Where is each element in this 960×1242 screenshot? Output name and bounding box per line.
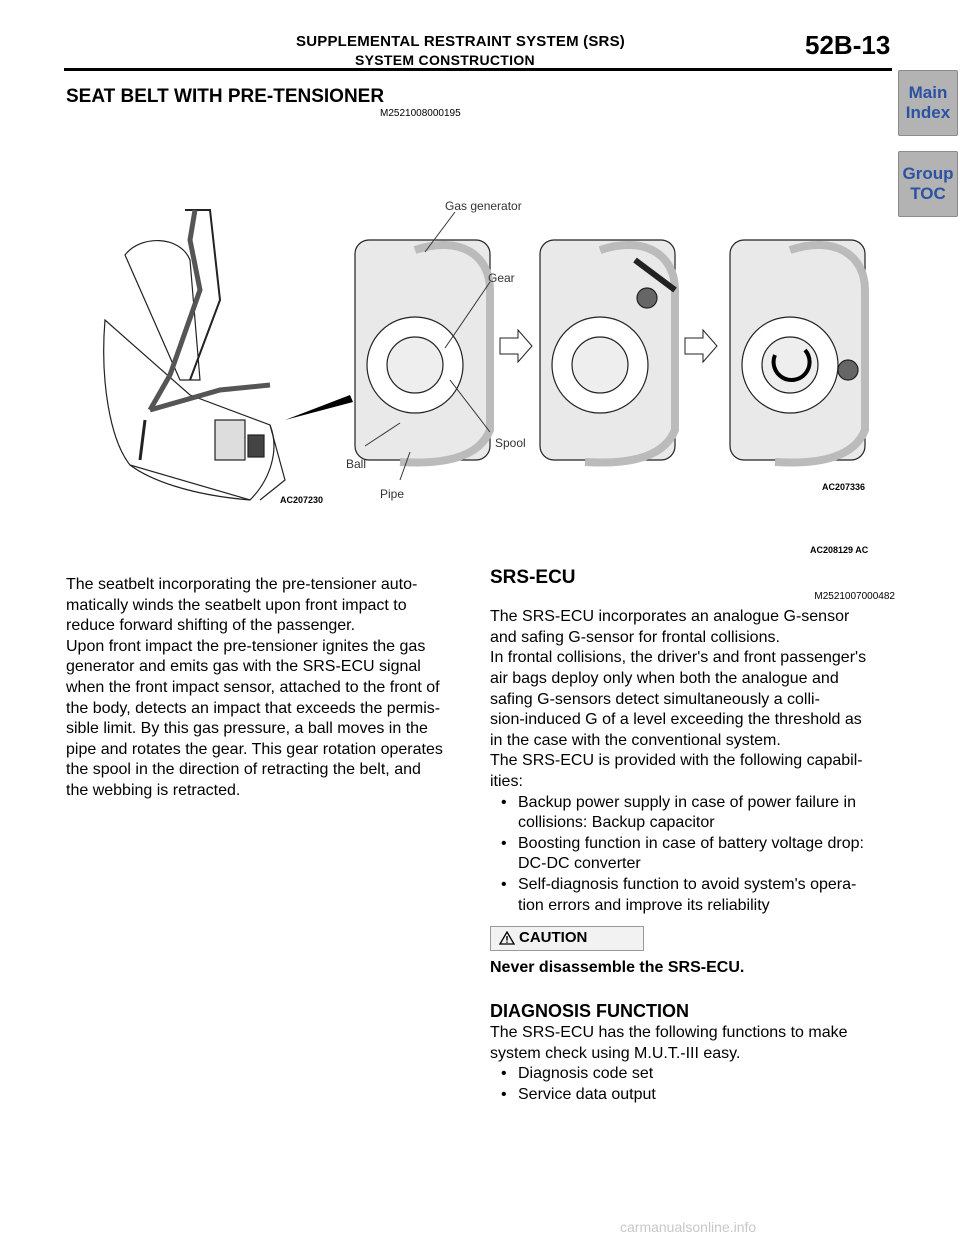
stage-arrow-2	[684, 328, 718, 364]
label-gas-generator: Gas generator	[445, 199, 522, 213]
list-item: Backup power supply in case of power fai…	[499, 793, 895, 834]
gas-flow-arrow	[633, 257, 677, 293]
page-number: 52B-13	[805, 30, 891, 60]
srs-ecu-line: air bags deploy only when both the analo…	[490, 669, 839, 687]
pointer-wedge	[285, 395, 353, 420]
srs-ecu-line: ities:	[490, 772, 523, 790]
list-item-line: tion errors and improve its reliability	[518, 896, 770, 914]
section-code: M2521008000195	[380, 108, 461, 119]
mechanism-stage-3	[729, 239, 869, 467]
right-column: SRS-ECU M2521007000482 The SRS-ECU incor…	[490, 567, 895, 1106]
list-item-line: Self-diagnosis function to avoid system'…	[518, 875, 857, 893]
capability-list: Backup power supply in case of power fai…	[499, 793, 895, 917]
group-toc-button[interactable]: Group TOC	[898, 151, 958, 217]
list-item-line: Backup power supply in case of power fai…	[518, 793, 856, 811]
left-line: reduce forward shifting of the passenger…	[66, 617, 356, 635]
left-line: sible limit. By this gas pressure, a bal…	[66, 720, 428, 738]
main-index-button[interactable]: Main Index	[898, 70, 958, 136]
srs-ecu-line: The SRS-ECU incorporates an analogue G-s…	[490, 608, 850, 626]
group-toc-line-1: Group	[902, 164, 954, 183]
callout-lines	[364, 211, 491, 481]
list-item: Boosting function in case of battery vol…	[499, 834, 895, 875]
header-rule	[64, 68, 892, 71]
label-spool: Spool	[495, 436, 526, 450]
left-line: matically winds the seatbelt upon front …	[66, 596, 407, 614]
srs-ecu-title: SRS-ECU	[490, 567, 576, 588]
header-subtitle: SYSTEM CONSTRUCTION	[355, 52, 535, 68]
left-line: when the front impact sensor, attached t…	[66, 678, 440, 696]
list-item-line: DC-DC converter	[518, 855, 641, 873]
code-mechanism: AC207336	[822, 482, 865, 492]
left-line: The seatbelt incorporating the pre-tensi…	[66, 576, 418, 593]
left-line: the spool in the direction of retracting…	[66, 761, 421, 779]
srs-ecu-code: M2521007000482	[814, 590, 895, 602]
left-line: pipe and rotates the gear. This gear rot…	[66, 740, 443, 758]
caution-label: CAUTION	[519, 929, 588, 947]
group-toc-line-2: TOC	[910, 184, 946, 203]
label-pipe: Pipe	[380, 487, 404, 501]
srs-ecu-line: In frontal collisions, the driver's and …	[490, 649, 867, 667]
diagnosis-list: Diagnosis code set Service data output	[499, 1064, 895, 1105]
left-line: the webbing is retracted.	[66, 781, 241, 799]
list-item-line: collisions: Backup capacitor	[518, 814, 715, 832]
srs-ecu-line: safing G-sensors detect simultaneously a…	[490, 690, 820, 708]
footer-watermark[interactable]: carmanualsonline.info	[620, 1219, 757, 1235]
code-seat: AC207230	[280, 495, 323, 505]
main-index-line-2: Index	[905, 103, 951, 122]
srs-ecu-line: and safing G-sensor for frontal collisio…	[490, 628, 780, 646]
pretensioner-figure: Gas generator Gear Spool Ball Pipe AC207…	[103, 199, 869, 555]
caution-text: Never disassemble the SRS-ECU.	[490, 958, 745, 976]
label-ball: Ball	[346, 457, 366, 471]
diagnosis-title: DIAGNOSIS FUNCTION	[490, 1000, 690, 1021]
code-figure: AC208129 AC	[810, 545, 869, 555]
left-line: Upon front impact the pre-tensioner igni…	[66, 637, 426, 655]
mechanism-stage-1	[354, 239, 494, 467]
list-item-line: Boosting function in case of battery vol…	[518, 834, 864, 852]
left-column: The seatbelt incorporating the pre-tensi…	[66, 575, 466, 802]
mechanism-stage-2	[539, 239, 679, 467]
list-item: Service data output	[499, 1085, 895, 1106]
seat-illustration	[103, 209, 286, 501]
srs-ecu-line: in the case with the conventional system…	[490, 731, 781, 749]
stage-arrow-1	[499, 328, 533, 364]
srs-ecu-line: sion-induced G of a level exceeding the …	[490, 711, 862, 729]
srs-ecu-line: The SRS-ECU is provided with the followi…	[490, 752, 863, 770]
label-gear: Gear	[488, 271, 515, 285]
list-item: Self-diagnosis function to avoid system'…	[499, 875, 895, 916]
diagnosis-line: system check using M.U.T.-III easy.	[490, 1044, 741, 1062]
section-title: SEAT BELT WITH PRE-TENSIONER	[66, 86, 385, 107]
header-title: SUPPLEMENTAL RESTRAINT SYSTEM (SRS)	[296, 33, 625, 50]
left-line: generator and emits gas with the SRS-ECU…	[66, 658, 421, 676]
warning-icon	[499, 931, 515, 946]
left-line: the body, detects an impact that exceeds…	[66, 699, 441, 717]
main-index-line-1: Main	[908, 83, 948, 102]
list-item: Diagnosis code set	[499, 1064, 895, 1085]
caution-box: CAUTION	[490, 926, 644, 951]
diagnosis-line: The SRS-ECU has the following functions …	[490, 1024, 848, 1042]
